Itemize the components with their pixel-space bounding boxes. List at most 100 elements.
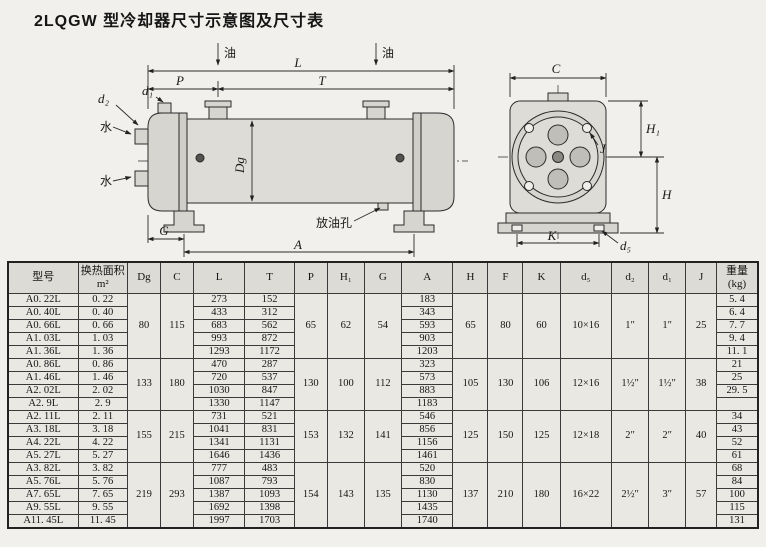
end-view-dimension-lines (509, 73, 664, 247)
left-flange (178, 112, 188, 212)
cell-model: A2. 11L (7, 409, 79, 424)
column-header-C: C (159, 261, 194, 294)
column-header-T: T (244, 261, 295, 294)
cell-d2: 1″ (611, 292, 650, 359)
cell-A: 546 (400, 409, 454, 424)
tube-pass-top (547, 124, 569, 146)
cell-model: A0. 22L (7, 292, 79, 307)
water-port-top (134, 128, 149, 145)
cell-A: 903 (400, 331, 454, 346)
column-header-J: J (685, 261, 718, 294)
cell-Dg: 155 (126, 409, 161, 463)
cell-J: 57 (685, 461, 718, 528)
foot-left (163, 210, 205, 233)
cell-H: 137 (452, 461, 489, 528)
water-label-bottom: 水 (100, 174, 112, 188)
right-flange (412, 112, 422, 212)
cell-F: 210 (487, 461, 524, 528)
dim-label-Dg: Dg (232, 157, 247, 174)
cell-G: 54 (363, 292, 402, 359)
cell-d5: 10×16 (559, 292, 613, 359)
cell-H1: 132 (326, 409, 365, 463)
cell-A: 1130 (400, 487, 454, 502)
cell-area: 0. 66 (77, 318, 128, 333)
cell-weight: 5. 4 (716, 292, 759, 307)
cell-weight: 9. 4 (716, 331, 759, 346)
cell-L: 1646 (192, 448, 246, 463)
cell-A: 343 (400, 305, 454, 320)
cell-L: 1330 (192, 396, 246, 411)
cell-C: 180 (159, 357, 194, 411)
cell-area: 2. 11 (77, 409, 128, 424)
cell-A: 520 (400, 461, 454, 476)
dim-label-H: H (661, 187, 672, 202)
foot-right (393, 210, 435, 233)
cell-T: 287 (244, 357, 295, 372)
cell-area: 0. 22 (77, 292, 128, 307)
cell-P: 154 (293, 461, 328, 528)
column-header-H1: H₁ (326, 261, 365, 294)
tube-pass-bottom (547, 168, 569, 190)
cell-model: A5. 76L (7, 474, 79, 489)
cell-model: A7. 65L (7, 487, 79, 502)
cell-G: 112 (363, 357, 402, 411)
cell-T: 872 (244, 331, 295, 346)
cell-d1: 1½″ (648, 357, 687, 411)
cell-weight: 43 (716, 422, 759, 437)
cell-L: 1997 (192, 513, 246, 528)
cell-area: 4. 22 (77, 435, 128, 450)
cell-area: 1. 46 (77, 370, 128, 385)
cooler-shell (185, 118, 415, 204)
cell-model: A0. 66L (7, 318, 79, 333)
dim-label-K: K (547, 228, 558, 243)
cell-L: 433 (192, 305, 246, 320)
cell-area: 5. 76 (77, 474, 128, 489)
cell-weight: 115 (716, 500, 759, 515)
water-port-bottom (134, 170, 149, 187)
bolt-hole (582, 123, 592, 133)
cell-weight (716, 396, 759, 411)
cell-L: 1387 (192, 487, 246, 502)
cell-A: 856 (400, 422, 454, 437)
cell-model: A3. 18L (7, 422, 79, 437)
cell-model: A5. 27L (7, 448, 79, 463)
cell-A: 1203 (400, 344, 454, 359)
cell-A: 1461 (400, 448, 454, 463)
cell-weight: 52 (716, 435, 759, 450)
cell-d2: 2″ (611, 409, 650, 463)
cell-A: 830 (400, 474, 454, 489)
column-header-G: G (363, 261, 402, 294)
dim-label-d2: d₂ (98, 91, 110, 106)
bolt-hole (582, 181, 592, 191)
cell-F: 80 (487, 292, 524, 359)
cell-F: 150 (487, 409, 524, 463)
cell-T: 537 (244, 370, 295, 385)
cell-K: 106 (522, 357, 561, 411)
plug-right (395, 153, 405, 163)
cell-T: 847 (244, 383, 295, 398)
dim-label-C: C (552, 61, 561, 76)
cell-model: A4. 22L (7, 435, 79, 450)
cell-weight: 25 (716, 370, 759, 385)
cell-area: 9. 55 (77, 500, 128, 515)
cell-Dg: 80 (126, 292, 161, 359)
cell-F: 130 (487, 357, 524, 411)
cell-area: 7. 65 (77, 487, 128, 502)
end-view-labels: C H₁ H J K d₅ (547, 61, 672, 253)
drain-hole (377, 202, 389, 211)
cell-L: 1030 (192, 383, 246, 398)
cell-L: 731 (192, 409, 246, 424)
column-header-Dg: Dg (126, 261, 161, 294)
center-hub (552, 151, 564, 163)
cell-L: 993 (192, 331, 246, 346)
side-view-labels: 油 油 L P T d₂ d₁ 水 水 Dg 放油孔 G A (98, 46, 394, 252)
cell-weight: 68 (716, 461, 759, 476)
cell-J: 38 (685, 357, 718, 411)
